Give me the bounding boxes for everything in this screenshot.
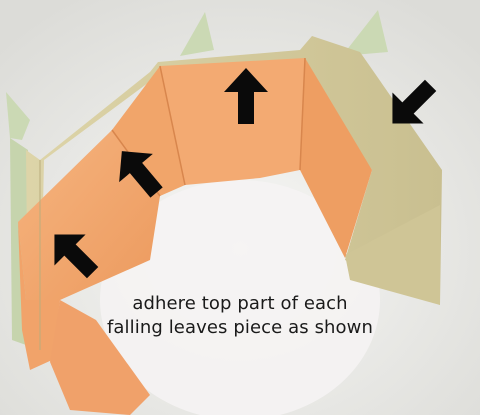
arrow-up-left-icon (54, 234, 99, 279)
caption-line-1: adhere top part of each (132, 293, 348, 314)
orange-panel-6 (50, 300, 150, 415)
inner-floor (100, 180, 380, 415)
leaf-tip-left (6, 92, 30, 140)
fold-line (299, 57, 306, 171)
leaf-tip-right (342, 10, 388, 56)
fold-line (159, 65, 186, 186)
instruction-caption: adhere top part of each falling leaves p… (0, 292, 480, 340)
leaf-tip-top (180, 12, 214, 56)
arrow-up-left-icon (119, 151, 163, 198)
orange-panel-5 (18, 222, 60, 370)
orange-panel-3 (160, 58, 305, 185)
kraft-panel-textured (345, 205, 440, 305)
arrow-up-icon (224, 68, 268, 124)
arrow-down-left-icon (392, 79, 437, 124)
orange-panel-4 (300, 58, 372, 258)
caption-line-2: falling leaves piece as shown (106, 317, 373, 338)
